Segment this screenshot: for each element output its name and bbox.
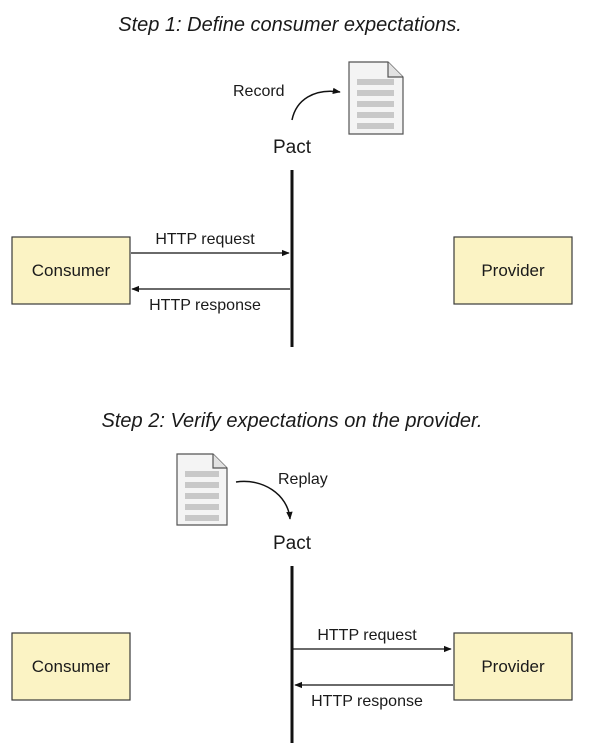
consumer-label: Consumer: [32, 261, 111, 280]
provider-label: Provider: [481, 261, 545, 280]
http-request-label: HTTP request: [155, 231, 255, 248]
provider-box: Provider: [453, 632, 573, 701]
step2-title: Step 2: Verify expectations on the provi…: [102, 410, 483, 432]
http-request-label: HTTP request: [317, 627, 417, 644]
provider-box: Provider: [453, 236, 573, 305]
consumer-box: Consumer: [11, 632, 131, 701]
consumer-label: Consumer: [32, 657, 111, 676]
http-response-label: HTTP response: [149, 297, 261, 314]
replay-label: Replay: [278, 471, 328, 488]
record-label: Record: [233, 83, 285, 100]
consumer-box: Consumer: [11, 236, 131, 305]
pact-label: Pact: [273, 533, 312, 554]
step1-title: Step 1: Define consumer expectations.: [118, 14, 462, 36]
step1-section: Step 1: Define consumer expectations. Re…: [11, 14, 573, 347]
document-icon: [176, 453, 228, 526]
http-response-label: HTTP response: [311, 693, 423, 710]
step2-section: Step 2: Verify expectations on the provi…: [11, 410, 573, 743]
pact-label: Pact: [273, 137, 312, 158]
curved-arrow-icon: [291, 87, 341, 121]
provider-label: Provider: [481, 657, 545, 676]
document-icon: [348, 61, 404, 135]
curved-arrow-icon: [235, 480, 293, 520]
